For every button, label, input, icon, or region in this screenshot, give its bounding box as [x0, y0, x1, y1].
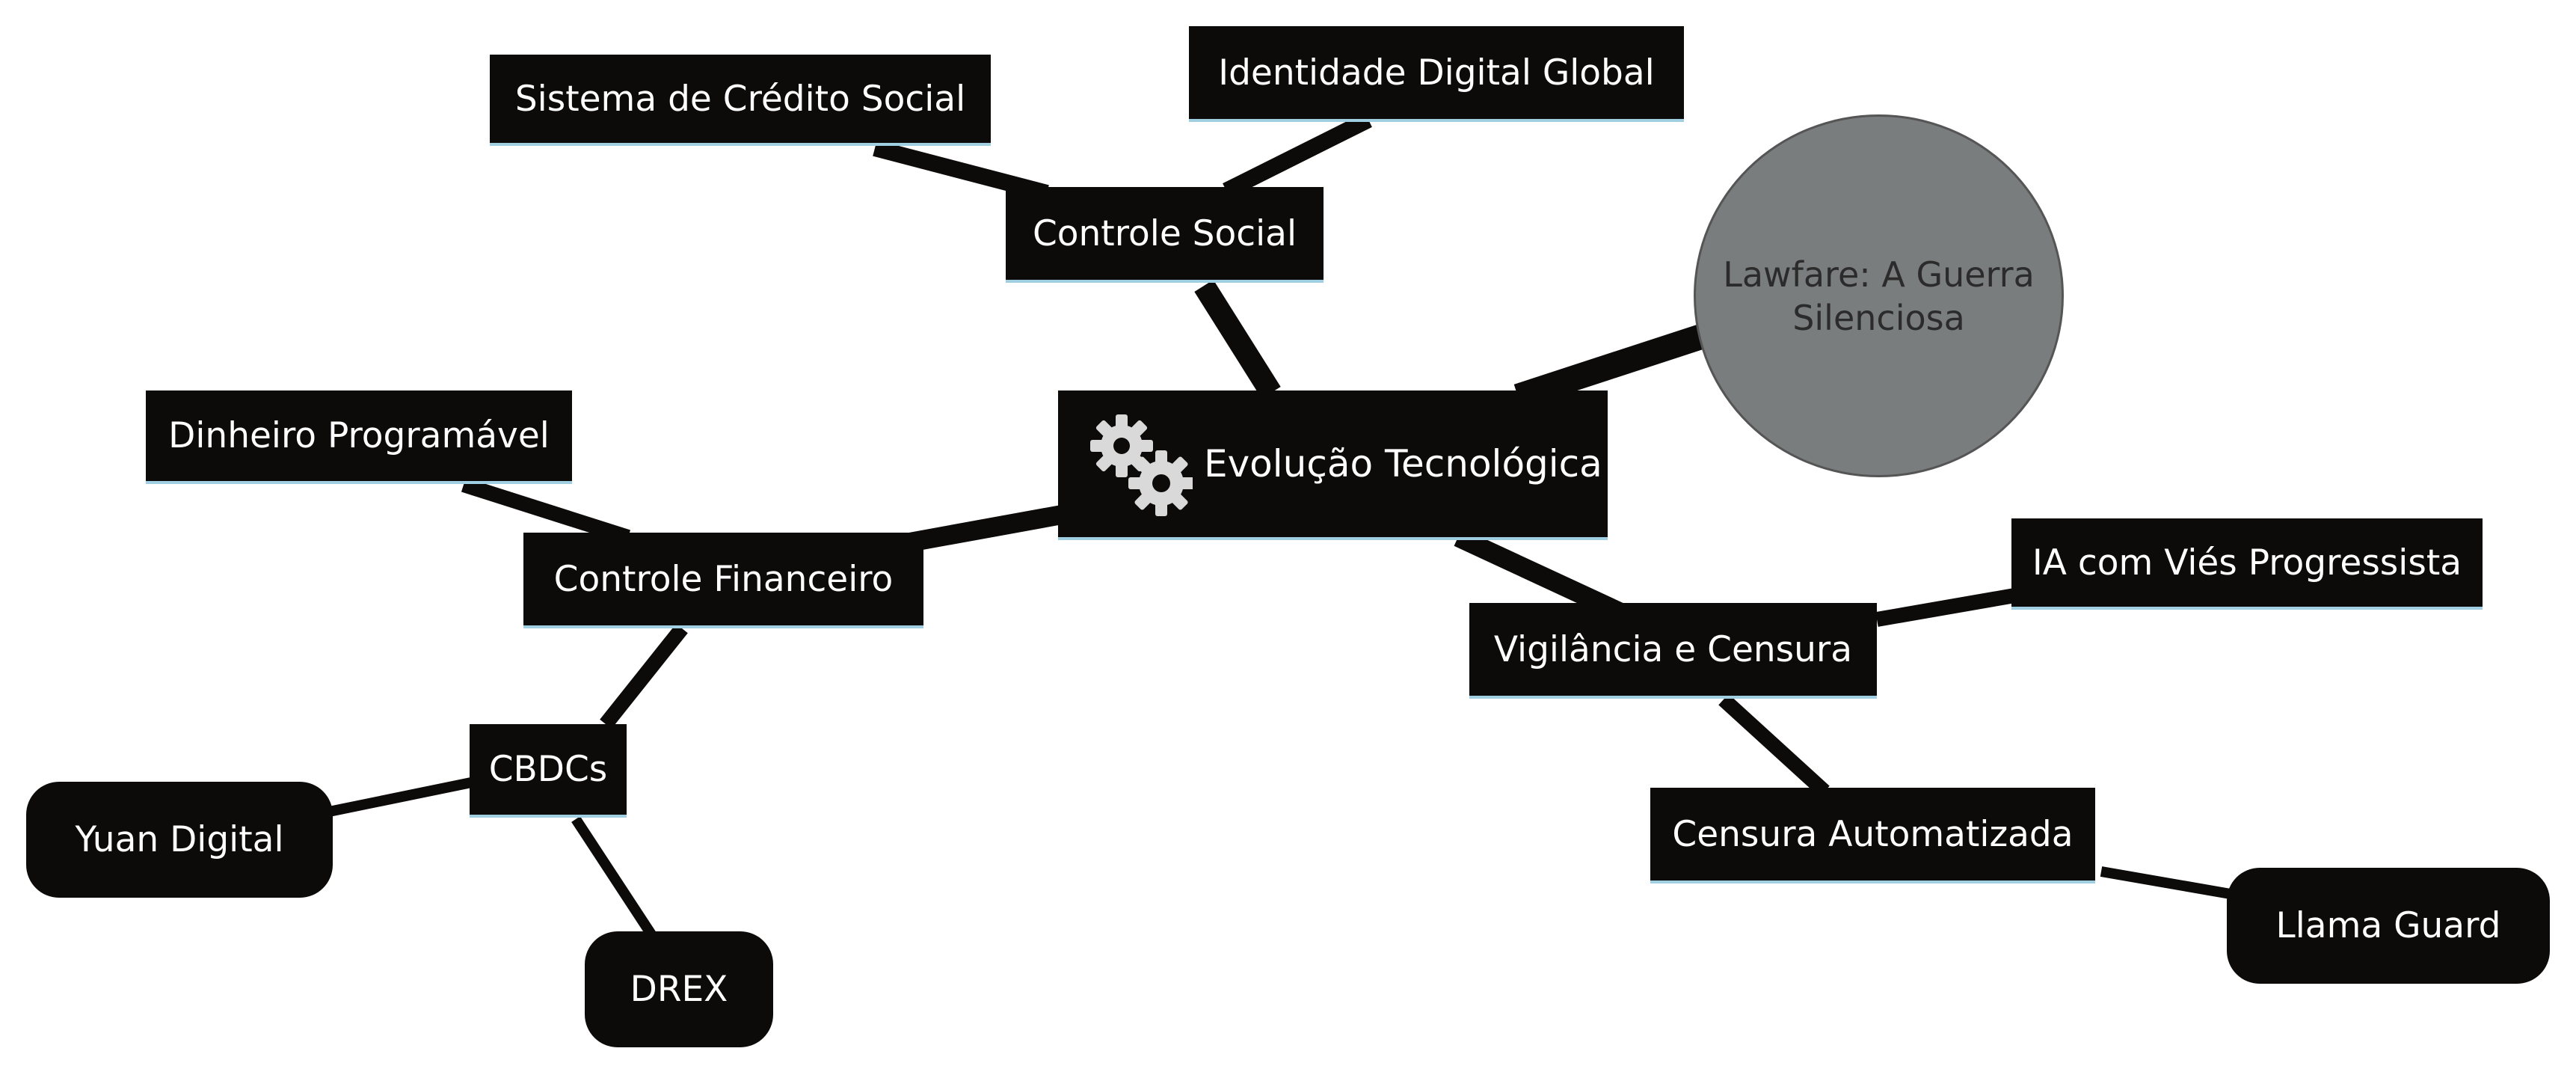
node-cbdcs-label: CBDCs [488, 749, 608, 790]
node-controle-social-label: Controle Social [1032, 212, 1297, 254]
node-controle-financeiro[interactable]: Controle Financeiro [523, 533, 923, 628]
node-censura-auto[interactable]: Censura Automatizada [1650, 788, 2095, 883]
node-dinheiro-programavel[interactable]: Dinheiro Programável [146, 390, 572, 484]
node-llama-guard-label: Llama Guard [2275, 905, 2501, 946]
edge-root-vigilancia [1454, 528, 1627, 622]
node-lawfare-label: Lawfare: A Guerra Silenciosa [1723, 254, 2035, 338]
node-lawfare[interactable]: Lawfare: A Guerra Silenciosa [1694, 114, 2064, 477]
node-censura-auto-label: Censura Automatizada [1672, 813, 2074, 855]
node-cbdcs[interactable]: CBDCs [470, 724, 627, 818]
node-ia-vies[interactable]: IA com Viés Progressista [2011, 518, 2483, 610]
gears-icon [1090, 414, 1193, 516]
node-credito-social[interactable]: Sistema de Crédito Social [490, 55, 991, 146]
root-label: Evolução Tecnológica [1204, 442, 1602, 486]
edge-cbdcs-drex [571, 816, 659, 942]
edge-root-lawfare [1513, 324, 1706, 409]
node-llama-guard[interactable]: Llama Guard [2227, 868, 2550, 984]
edge-financeiro-dinheiro [461, 477, 631, 545]
node-yuan-digital[interactable]: Yuan Digital [26, 782, 333, 898]
node-identidade-digital-label: Identidade Digital Global [1218, 52, 1655, 94]
node-drex[interactable]: DREX [585, 931, 773, 1047]
edge-financeiro-cbdcs [600, 623, 688, 729]
edge-social-identidade [1223, 112, 1372, 198]
edge-vigilancia-censura [1718, 693, 1830, 797]
node-identidade-digital[interactable]: Identidade Digital Global [1189, 26, 1684, 122]
node-dinheiro-programavel-label: Dinheiro Programável [168, 415, 550, 456]
node-yuan-digital-label: Yuan Digital [75, 819, 284, 860]
edge-root-controle-financeiro [895, 505, 1064, 554]
edge-root-controle-social [1194, 280, 1281, 399]
edge-cbdcs-yuan [328, 777, 476, 817]
node-vigilancia[interactable]: Vigilância e Censura [1469, 603, 1877, 699]
edge-social-credito [873, 140, 1049, 201]
node-drex-label: DREX [630, 969, 728, 1010]
node-ia-vies-label: IA com Viés Progressista [2032, 542, 2462, 584]
node-controle-financeiro-label: Controle Financeiro [553, 558, 894, 600]
node-controle-social[interactable]: Controle Social [1006, 187, 1324, 283]
edge-vigilancia-ia [1875, 587, 2020, 627]
root-node[interactable]: Evolução Tecnológica [1058, 390, 1608, 540]
edge-censura-llama [2100, 866, 2245, 901]
node-credito-social-label: Sistema de Crédito Social [514, 78, 966, 120]
node-vigilancia-label: Vigilância e Censura [1493, 628, 1853, 670]
